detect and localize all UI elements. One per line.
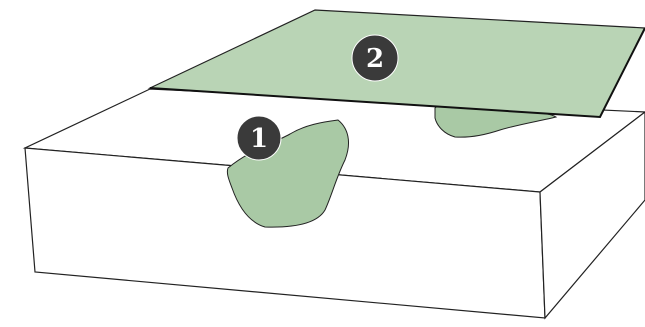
marker-1-label: 1: [250, 124, 268, 154]
marker-2-label: 2: [366, 44, 384, 74]
marker-2: 2: [352, 35, 398, 81]
marker-1: 1: [237, 116, 281, 160]
